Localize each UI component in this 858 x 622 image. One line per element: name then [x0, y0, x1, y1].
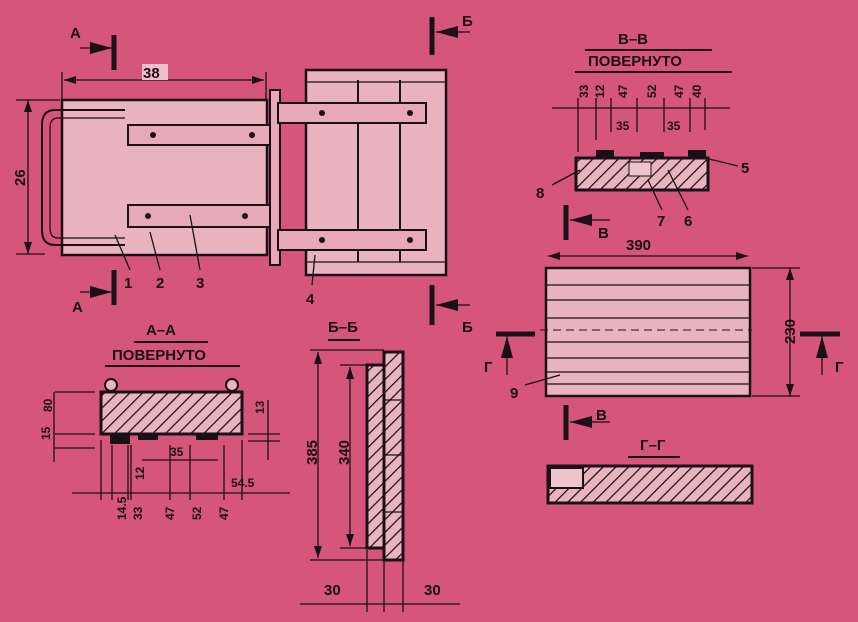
board-view: В 390 230 9 Г Г В: [484, 205, 844, 440]
section-vv-title: В–В: [618, 31, 648, 48]
dim-33: 33: [577, 84, 591, 98]
mark-v-top: В: [598, 225, 609, 242]
section-gg-title: Г–Г: [640, 437, 666, 454]
dim-35b: 35: [667, 119, 681, 133]
mark-b-top: Б: [462, 13, 473, 30]
board-body: [544, 266, 752, 398]
section-gg: Г–Г: [546, 437, 754, 505]
section-bb: Б–Б 385 340 30 30: [300, 319, 460, 612]
dim-30-right: 30: [424, 582, 441, 599]
dim-80: 80: [41, 398, 55, 412]
frame-body: [60, 98, 269, 257]
part-label-1: 1: [124, 275, 132, 292]
part-label-8: 8: [536, 185, 544, 202]
dim-52: 52: [190, 506, 204, 520]
part-label-4: 4: [306, 291, 315, 308]
dim-12: 12: [133, 466, 147, 480]
hinge-axis: [269, 89, 281, 266]
section-vv: В–В ПОВЕРНУТО 33 12 47 52 47 40 35 35 5 …: [536, 31, 749, 230]
dim-12: 12: [593, 84, 607, 98]
dim-47a: 47: [163, 506, 177, 520]
part-label-2: 2: [156, 275, 164, 292]
dim-390: 390: [626, 237, 651, 254]
dim-385: 385: [304, 440, 321, 465]
part-label-3: 3: [196, 275, 204, 292]
dim-52: 52: [645, 84, 659, 98]
handle-inner: [49, 117, 125, 239]
dim-13: 13: [253, 400, 267, 414]
dim-40: 40: [690, 84, 704, 98]
handle-loop: [41, 109, 125, 246]
mark-g-left: Г: [484, 359, 493, 376]
section-aa-title: А–А: [146, 322, 176, 339]
mark-a-bottom: А: [72, 299, 83, 316]
dim-30-left: 30: [324, 582, 341, 599]
section-aa: А–А ПОВЕРНУТО 80 15 13 35 12 54.5 14.5 3…: [39, 322, 290, 520]
dim-230: 230: [782, 319, 799, 344]
mark-a-top: А: [70, 25, 81, 42]
dim-35a: 35: [616, 119, 630, 133]
dim-33: 33: [131, 506, 145, 520]
mark-b-bottom: Б: [462, 319, 473, 336]
dim-47b: 47: [217, 506, 231, 520]
part-label-9: 9: [510, 385, 518, 402]
dim-14-5: 14.5: [115, 496, 129, 520]
part-label-5: 5: [741, 160, 749, 177]
plan-view: 38 26 1 2 3 4 А А Б Б: [12, 13, 473, 336]
part-label-7: 7: [657, 213, 665, 230]
seat-strap-top: [277, 102, 427, 124]
dim-54-5: 54.5: [231, 476, 255, 490]
dim-15: 15: [39, 426, 53, 440]
dim-47b: 47: [672, 84, 686, 98]
dim-26: 26: [12, 169, 29, 186]
section-bb-title: Б–Б: [328, 319, 358, 336]
section-aa-subtitle: ПОВЕРНУТО: [112, 347, 206, 364]
seat-strap-bottom: [277, 229, 427, 251]
dim-340: 340: [336, 440, 353, 465]
mark-g-right: Г: [835, 359, 844, 376]
section-vv-subtitle: ПОВЕРНУТО: [588, 53, 682, 70]
dim-47a: 47: [616, 84, 630, 98]
mark-v-bottom: В: [596, 407, 607, 424]
dim-38: 38: [143, 65, 160, 82]
part-label-6: 6: [684, 213, 692, 230]
dim-35: 35: [170, 445, 184, 459]
